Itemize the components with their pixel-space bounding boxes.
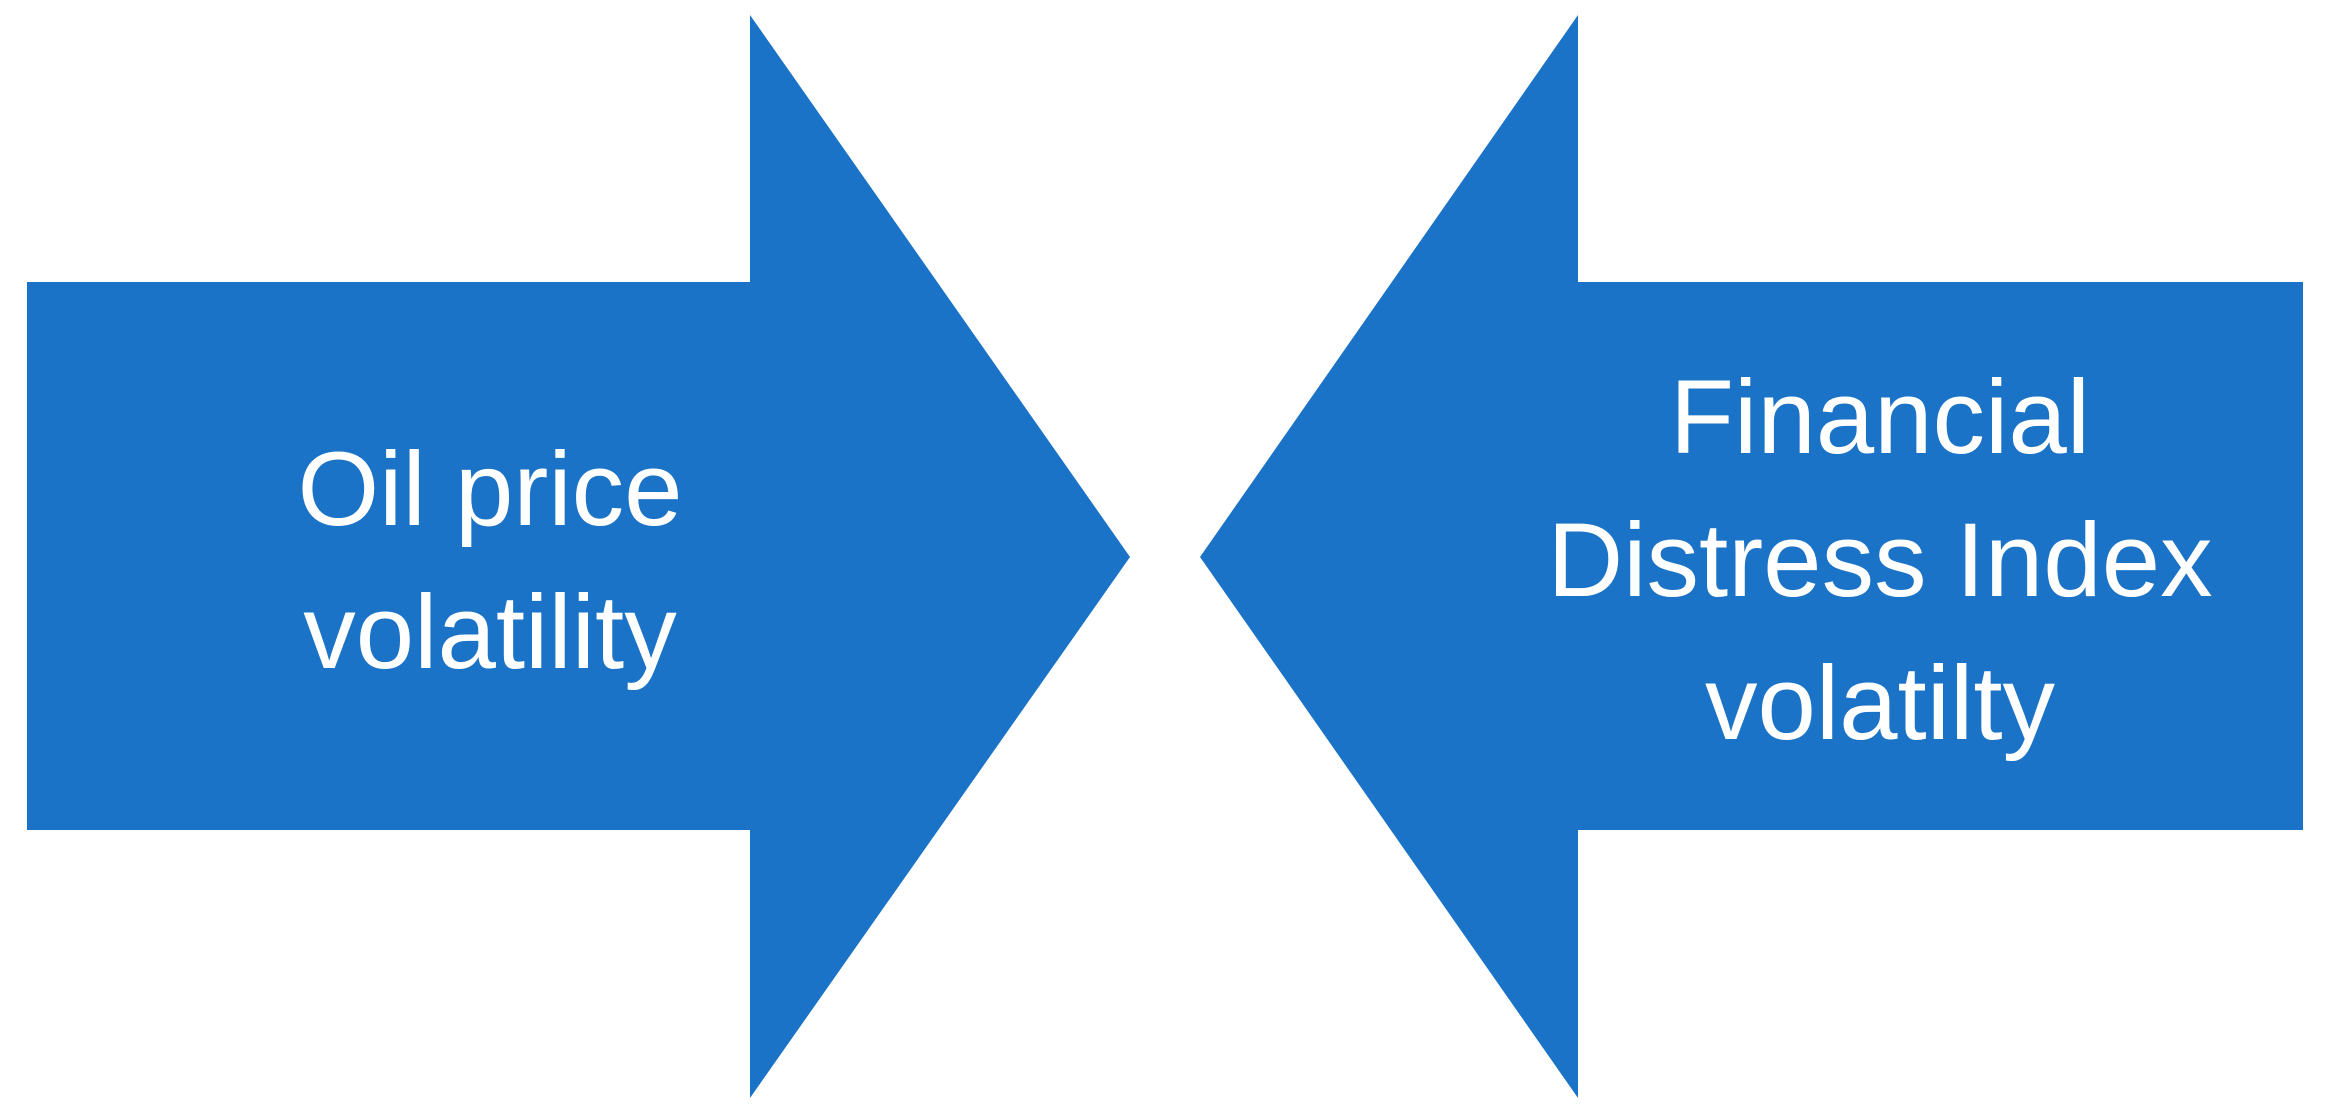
left-label-line-1: Oil price [297,431,683,548]
left-label-line-2: volatility [303,574,677,691]
right-pointing-arrow [27,15,1130,1098]
right-label-line-1: Financial [1669,358,2091,476]
right-label-line-2: Distress Index [1547,501,2213,619]
left-pointing-arrow [1200,15,2303,1098]
oil-price-volatility-label: Oil price volatility [200,396,780,726]
right-label-line-3: volatilty [1704,644,2056,762]
financial-distress-index-label: Financial Distress Index volatilty [1440,340,2320,780]
